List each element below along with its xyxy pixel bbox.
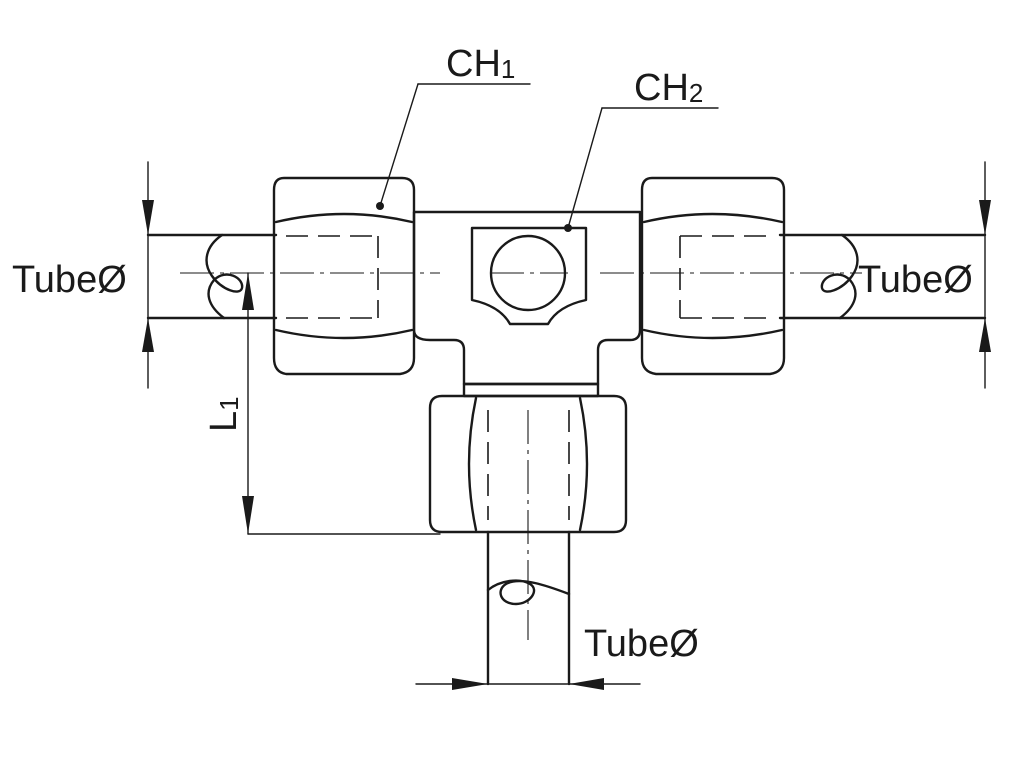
right-nut: [640, 176, 786, 376]
bottom-nut: [428, 394, 628, 534]
label-ch2: CH2: [634, 67, 703, 109]
left-tube: [146, 233, 278, 320]
label-ch1: CH1: [446, 43, 515, 85]
label-tube-right: TubeØ: [858, 259, 973, 301]
dimension-l1: [242, 272, 441, 535]
dimension-bottom-tube: [415, 678, 641, 690]
left-nut: [272, 176, 416, 376]
label-tube-left: TubeØ: [12, 259, 127, 301]
label-tube-bottom: TubeØ: [584, 623, 699, 665]
dimension-left-tube: [142, 161, 154, 389]
leader-ch2: [564, 107, 719, 232]
label-l1: L1: [203, 396, 245, 432]
dimension-right-tube: [979, 161, 991, 389]
side-port: [470, 226, 588, 326]
bottom-tube: [486, 530, 571, 686]
tee-body: [412, 210, 642, 398]
right-tube: [778, 233, 987, 320]
leader-ch1: [376, 83, 531, 210]
center-lines: [180, 272, 862, 640]
